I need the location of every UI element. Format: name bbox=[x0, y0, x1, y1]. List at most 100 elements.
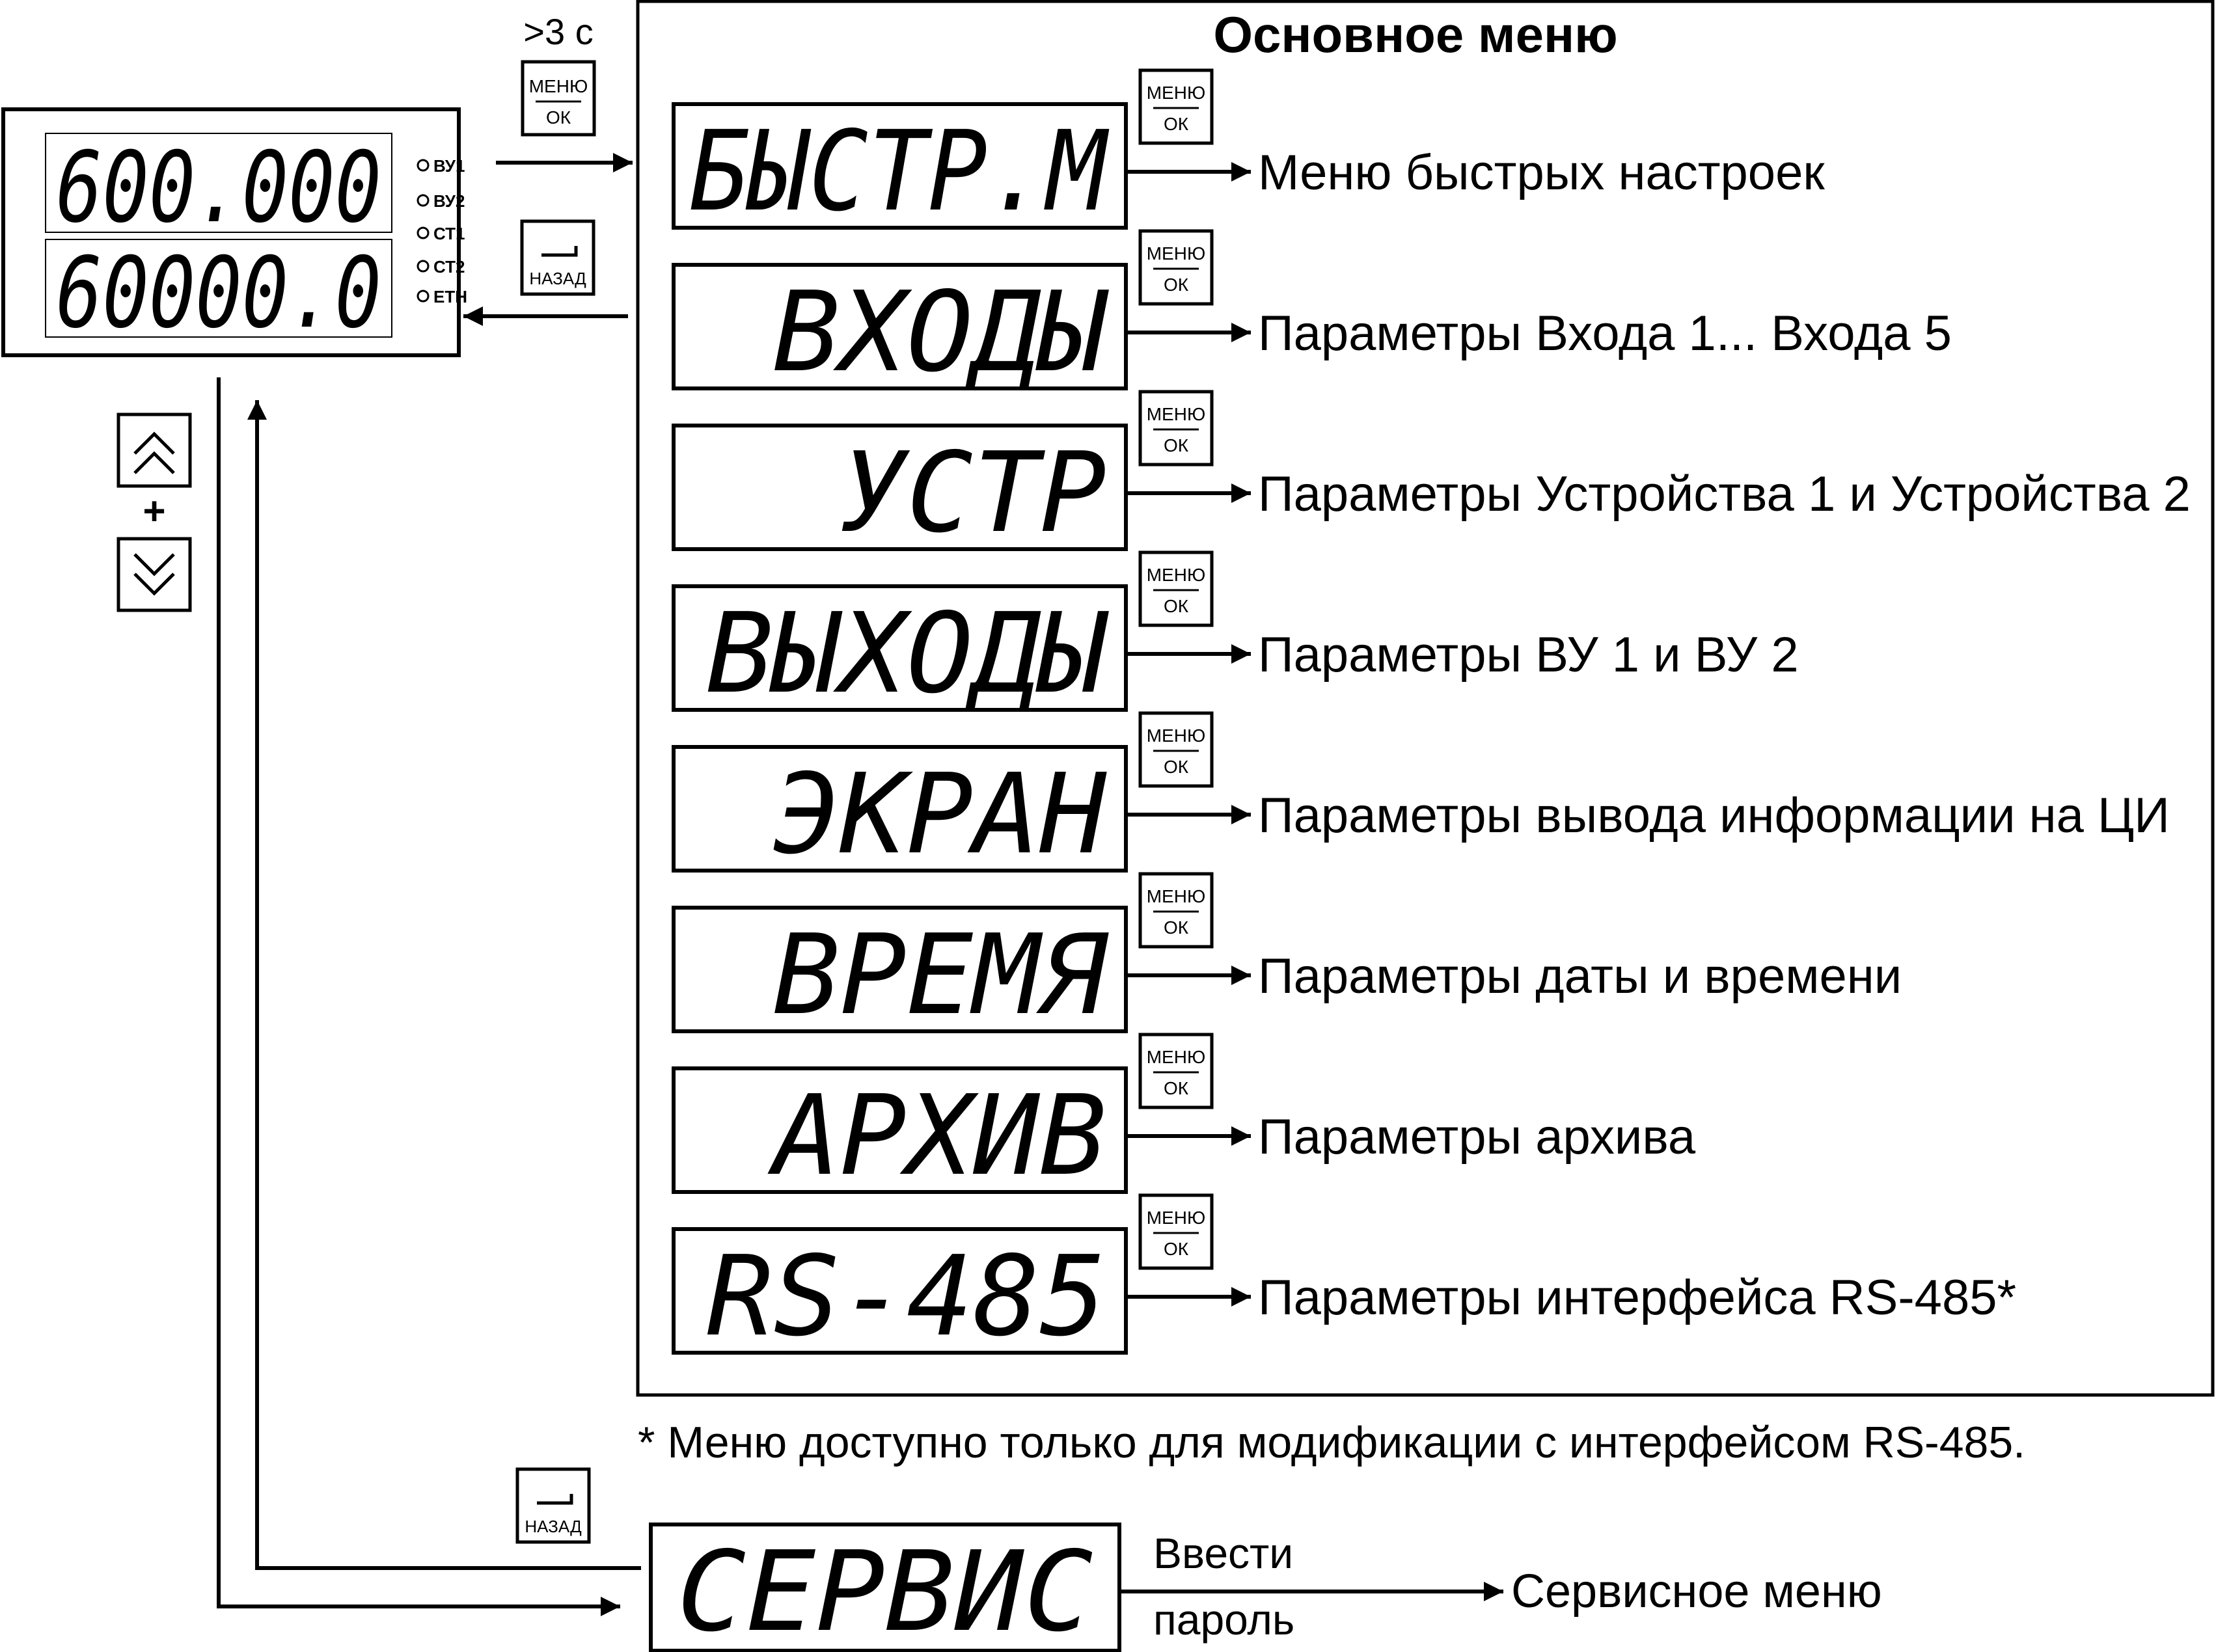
back-key[interactable]: НАЗАД bbox=[520, 219, 595, 296]
menu-item-display-text: ЭКРАН bbox=[773, 750, 1107, 879]
up-key[interactable] bbox=[116, 413, 192, 488]
key-label-bottom: ОК bbox=[1164, 435, 1189, 455]
back-arrow-icon bbox=[537, 1494, 573, 1505]
arrow-to-service bbox=[217, 377, 620, 1616]
main-menu-title: Основное меню bbox=[1213, 6, 1617, 63]
indicator-label: ETH bbox=[433, 287, 467, 306]
led-indicator-icon bbox=[417, 290, 430, 303]
key-label-top: МЕНЮ bbox=[1147, 243, 1206, 264]
menu-item-description: Параметры Устройства 1 и Устройства 2 bbox=[1258, 467, 2191, 522]
led-indicator-icon bbox=[417, 226, 430, 239]
key-label: НАЗАД bbox=[529, 269, 586, 288]
menu-ok-key[interactable]: МЕНЮ ОК bbox=[1138, 872, 1214, 949]
device-frame bbox=[1, 107, 461, 357]
display-line2-window bbox=[45, 239, 392, 338]
service-row: СЕРВИС Ввести пароль Сервисное меню bbox=[649, 1523, 1882, 1652]
menu-item-description: Параметры ВУ 1 и ВУ 2 bbox=[1258, 627, 1799, 683]
menu-item-display-text: УСТР bbox=[840, 429, 1106, 558]
footnote: * Меню доступно только для модификации с… bbox=[638, 1418, 2025, 1467]
menu-item-display[interactable] bbox=[672, 906, 1128, 1033]
chevron-up-icon bbox=[133, 431, 175, 455]
key-label-top: МЕНЮ bbox=[1147, 404, 1206, 424]
menu-item: RS-485 МЕНЮ ОК Параметры интерфейса RS-485* bbox=[672, 1193, 2016, 1361]
menu-item-display[interactable] bbox=[672, 745, 1128, 873]
menu-ok-key[interactable]: МЕНЮ ОК bbox=[1138, 390, 1214, 467]
key-label-bottom: ОК bbox=[1164, 596, 1189, 616]
key-label-bottom: ОК bbox=[1164, 1239, 1189, 1259]
key-label-bottom: ОК bbox=[1164, 114, 1189, 134]
key-label-top: МЕНЮ bbox=[1147, 886, 1206, 906]
menu-item-description: Меню быстрых настроек bbox=[1258, 145, 1825, 200]
password-label-line1: Ввести bbox=[1153, 1529, 1293, 1577]
menu-item-display-text: ВРЕМЯ bbox=[773, 911, 1109, 1040]
menu-item-display[interactable] bbox=[672, 424, 1128, 551]
menu-ok-key[interactable]: МЕНЮ ОК bbox=[1138, 229, 1214, 306]
menu-item: ВРЕМЯ МЕНЮ ОК Параметры даты и времени bbox=[672, 872, 1902, 1040]
key-label-top: МЕНЮ bbox=[1147, 83, 1206, 103]
key-label-bottom: ОК bbox=[1164, 917, 1189, 938]
password-label-line2: пароль bbox=[1153, 1595, 1294, 1644]
indicator-label: СТ1 bbox=[433, 224, 465, 243]
key-label-bottom: ОК bbox=[546, 107, 571, 128]
menu-item-description: Параметры даты и времени bbox=[1258, 949, 1902, 1004]
service-display-text: СЕРВИС bbox=[677, 1528, 1093, 1652]
indicator-label: ВУ1 bbox=[433, 156, 465, 176]
menu-item-display[interactable] bbox=[672, 1066, 1128, 1194]
menu-item-display[interactable] bbox=[672, 1227, 1128, 1355]
down-key[interactable] bbox=[116, 537, 192, 612]
menu-ok-key[interactable]: МЕНЮ ОК bbox=[1138, 550, 1214, 627]
key-label-top: МЕНЮ bbox=[1147, 1208, 1206, 1228]
display-line1: 600.000 bbox=[56, 131, 381, 245]
menu-item-description: Параметры вывода информации на ЦИ bbox=[1258, 788, 2170, 843]
service-back-key[interactable]: НАЗАД bbox=[515, 1467, 591, 1544]
key-label-top: МЕНЮ bbox=[1147, 565, 1206, 585]
main-menu-frame bbox=[636, 0, 2215, 1397]
key-label-bottom: ОК bbox=[1164, 757, 1189, 777]
key-label-bottom: ОК bbox=[1164, 275, 1189, 295]
key-label-bottom: ОК bbox=[1164, 1078, 1189, 1098]
menu-item-description: Параметры Входа 1... Входа 5 bbox=[1258, 306, 1952, 361]
back-arrow-icon bbox=[541, 246, 578, 257]
menu-ok-key[interactable]: МЕНЮ ОК bbox=[1138, 68, 1214, 145]
menu-item-display[interactable] bbox=[672, 102, 1128, 230]
menu-ok-key[interactable]: МЕНЮ ОК bbox=[1138, 1033, 1214, 1109]
service-display[interactable] bbox=[649, 1523, 1121, 1652]
key-label-top: МЕНЮ bbox=[529, 76, 588, 96]
key-combination-plus: + bbox=[143, 489, 165, 533]
menu-item-display-text: RS-485 bbox=[707, 1232, 1106, 1361]
chevron-down-icon bbox=[133, 573, 175, 596]
menu-item-display-text: ВХОДЫ bbox=[773, 268, 1109, 397]
menu-ok-key[interactable]: МЕНЮ ОК bbox=[521, 60, 596, 137]
led-indicator-icon bbox=[417, 159, 430, 172]
device-panel: 600.000 60000.0 ВУ1 ВУ2 СТ1 СТ2 ETH bbox=[1, 107, 467, 357]
menu-item: АРХИВ МЕНЮ ОК Параметры архива bbox=[672, 1033, 1696, 1200]
display-line1-window bbox=[45, 133, 392, 233]
menu-item: БЫСТР.М МЕНЮ ОК Меню быстрых настроек bbox=[672, 68, 1825, 236]
menu-item-display-text: АРХИВ bbox=[767, 1072, 1106, 1200]
indicator-label: СТ2 bbox=[433, 257, 465, 277]
timing-label: >3 с bbox=[523, 11, 593, 52]
menu-ok-key[interactable]: МЕНЮ ОК bbox=[1138, 1193, 1214, 1270]
chevron-up-icon bbox=[133, 451, 175, 474]
service-menu-label: Сервисное меню bbox=[1511, 1565, 1882, 1618]
menu-item-display[interactable] bbox=[672, 263, 1128, 390]
menu-item-description: Параметры архива bbox=[1258, 1109, 1696, 1165]
chevron-down-icon bbox=[133, 553, 175, 576]
led-indicator-icon bbox=[417, 260, 430, 273]
menu-item-description: Параметры интерфейса RS-485* bbox=[1258, 1270, 2016, 1325]
menu-item-display[interactable] bbox=[672, 584, 1128, 712]
led-indicator-icon bbox=[417, 194, 430, 207]
menu-item-display-text: БЫСТР.М bbox=[690, 107, 1110, 236]
menu-item: ВХОДЫ МЕНЮ ОК Параметры Входа 1... Входа 5 bbox=[672, 229, 1952, 397]
key-label: НАЗАД bbox=[525, 1517, 582, 1536]
key-label-top: МЕНЮ bbox=[1147, 1047, 1206, 1067]
display-line2: 60000.0 bbox=[56, 237, 381, 350]
arrow-from-service bbox=[247, 400, 641, 1570]
menu-item: УСТР МЕНЮ ОК Параметры Устройства 1 и Устро… bbox=[672, 390, 2191, 558]
indicator-label: ВУ2 bbox=[433, 191, 465, 211]
